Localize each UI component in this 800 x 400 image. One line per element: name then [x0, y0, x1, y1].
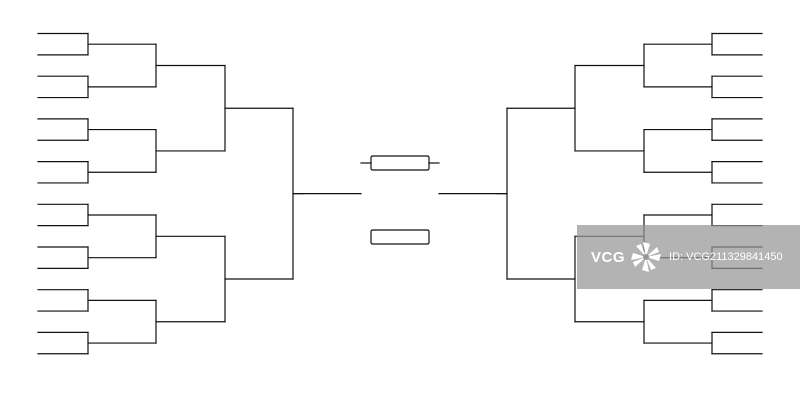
watermark-logo: VCG [591, 240, 663, 274]
watermark: VCG ID: VCG211329841450 [577, 225, 800, 289]
final-slot [370, 229, 430, 245]
pinwheel-icon [631, 242, 662, 272]
final-slot [370, 155, 430, 171]
watermark-logo-text: VCG [591, 248, 626, 266]
watermark-id: ID: VCG211329841450 [669, 251, 783, 263]
